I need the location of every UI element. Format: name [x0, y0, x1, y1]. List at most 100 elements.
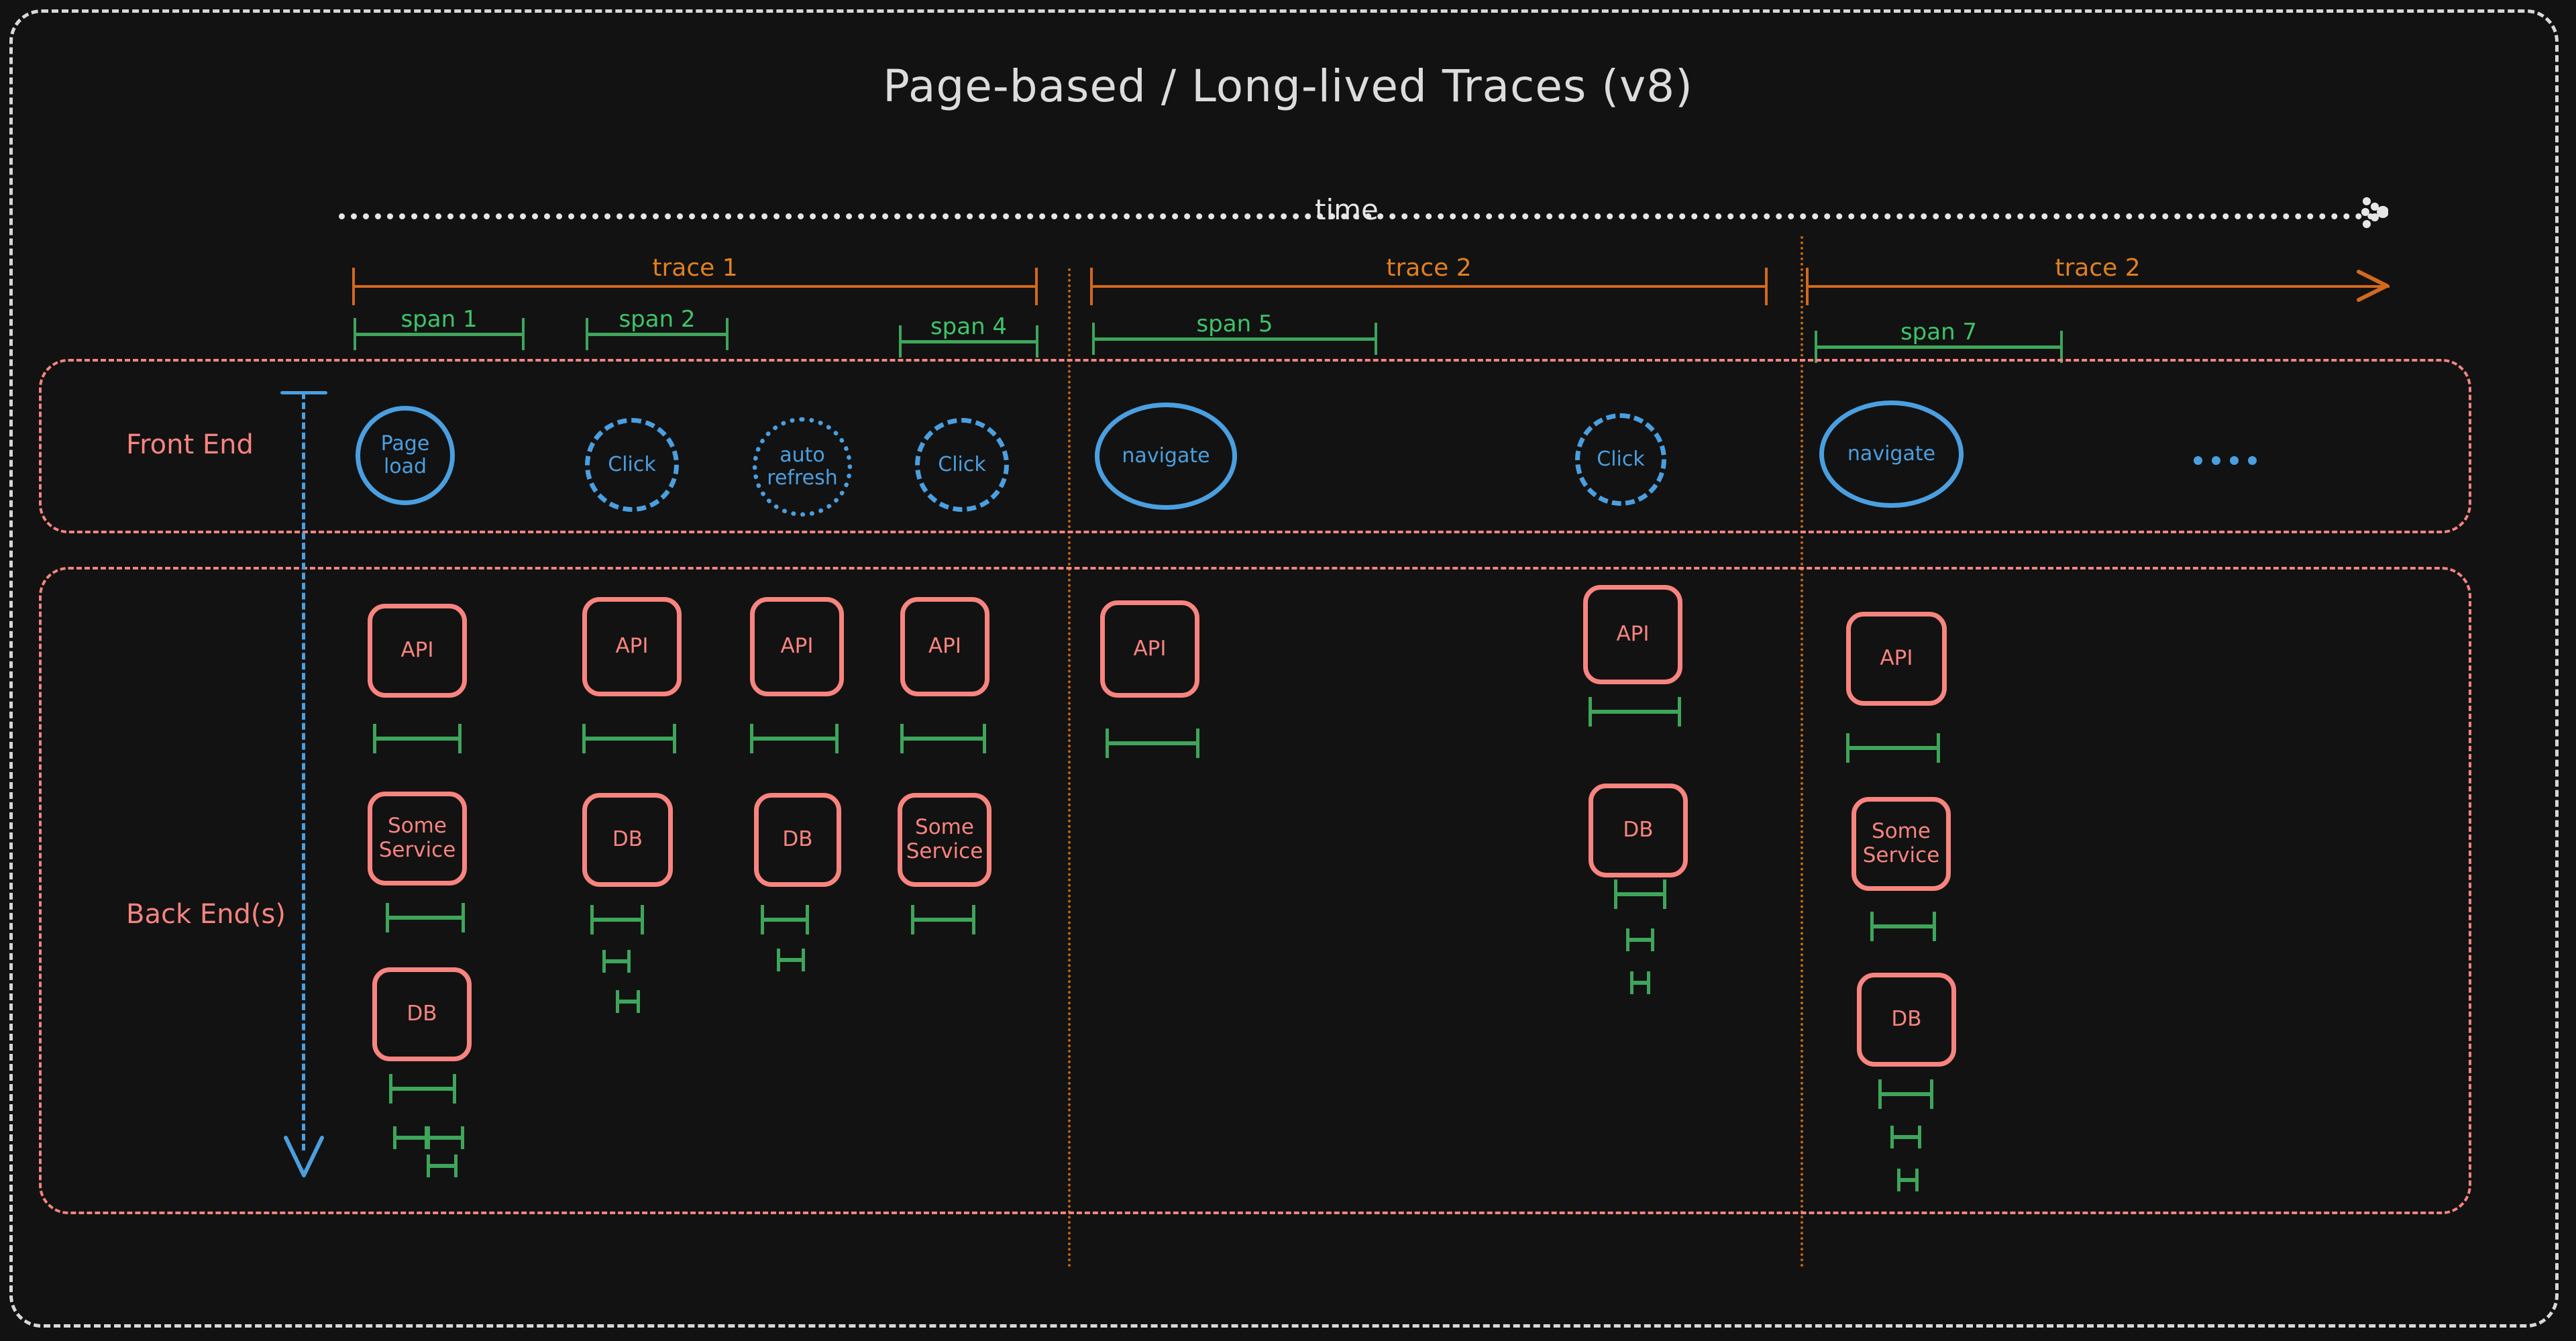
- span-label: span 1: [394, 306, 484, 333]
- page-title: Page-based / Long-lived Traces (v8): [883, 60, 1693, 112]
- backend-node-db[interactable]: DB: [1857, 973, 1956, 1067]
- span-bar: span 5: [1092, 311, 1377, 355]
- duration-bar: [602, 950, 631, 973]
- backend-node-label: DB: [782, 827, 813, 852]
- span-start-cap: [899, 325, 902, 358]
- duration-bar: [427, 1155, 458, 1177]
- span-end-cap: [2060, 331, 2063, 363]
- trace-label: trace 1: [644, 254, 746, 282]
- backend-node-label: DB: [1623, 818, 1654, 843]
- duration-bar: [900, 724, 986, 753]
- trace-arrowhead-icon: [2357, 270, 2389, 302]
- span-end-cap: [1036, 325, 1038, 358]
- trace-bar: trace 1: [352, 254, 1038, 305]
- frontend-node-label: Click: [938, 452, 986, 476]
- span-label: span 5: [1189, 311, 1280, 337]
- backend-node-some-service[interactable]: Some Service: [368, 792, 467, 886]
- arrow-right-dotted-icon: [2361, 197, 2388, 228]
- backend-node-api[interactable]: API: [750, 597, 844, 696]
- time-axis-line: [339, 213, 2375, 223]
- span-start-cap: [354, 318, 356, 350]
- backend-node-db[interactable]: DB: [582, 793, 673, 887]
- frontend-node-click[interactable]: Click: [915, 418, 1009, 512]
- span-start-cap: [1092, 323, 1095, 355]
- backend-node-some-service[interactable]: Some Service: [1851, 797, 1951, 891]
- frontend-lane-label: Front End: [126, 429, 254, 460]
- trace-end-cap: [1035, 268, 1038, 305]
- backend-node-label: API: [615, 634, 649, 659]
- backend-node-label: API: [928, 634, 962, 659]
- duration-bar: [750, 724, 839, 753]
- frontend-node-label: Click: [1597, 447, 1645, 471]
- duration-bar: [911, 905, 975, 934]
- duration-bar: [386, 903, 465, 932]
- backend-node-label: API: [1616, 622, 1650, 647]
- frontend-node-label: navigate: [1847, 441, 1936, 466]
- duration-bar: [1870, 912, 1936, 941]
- backend-lane: [39, 567, 2471, 1214]
- trace-bar: trace 2: [1090, 254, 1768, 305]
- span-bar: span 2: [586, 306, 729, 350]
- backend-node-label: Some Service: [378, 814, 456, 862]
- trace-label: trace 2: [2047, 254, 2149, 282]
- trace-start-cap: [1090, 268, 1093, 305]
- frontend-node-navigate[interactable]: navigate: [1819, 400, 1964, 508]
- trace-bar: trace 2: [1806, 254, 2390, 305]
- duration-bar: [389, 1074, 456, 1104]
- backend-node-some-service[interactable]: Some Service: [898, 793, 991, 887]
- frontend-node-page-load[interactable]: Page load: [356, 406, 455, 505]
- duration-bar: [1614, 879, 1666, 909]
- backend-node-db[interactable]: DB: [1589, 784, 1688, 877]
- span-bar: span 4: [899, 313, 1038, 358]
- duration-bar: [761, 905, 809, 934]
- frontend-node-click[interactable]: Click: [1575, 413, 1666, 506]
- backend-node-label: DB: [1891, 1007, 1922, 1032]
- duration-bar: [1897, 1169, 1919, 1191]
- trace-divider: [1068, 268, 1071, 1268]
- backend-node-label: API: [780, 634, 814, 659]
- backend-node-db[interactable]: DB: [372, 967, 472, 1061]
- duration-bar: [1878, 1079, 1933, 1109]
- trace-label: trace 2: [1378, 254, 1480, 282]
- backend-node-label: Some Service: [1862, 819, 1940, 867]
- ellipsis-dots-icon: [2194, 456, 2257, 465]
- duration-bar: [777, 949, 805, 971]
- duration-bar: [1630, 971, 1650, 994]
- frontend-node-label: Click: [608, 452, 656, 476]
- arrow-down-head-icon: [284, 1136, 324, 1177]
- backend-node-api[interactable]: API: [1583, 585, 1682, 684]
- frontend-node-click[interactable]: Click: [585, 418, 679, 512]
- span-end-cap: [726, 318, 729, 350]
- backend-node-db[interactable]: DB: [754, 793, 841, 887]
- frontend-node-label: navigate: [1122, 443, 1210, 468]
- duration-bar: [590, 905, 644, 934]
- span-bar: span 7: [1815, 319, 2063, 363]
- backend-node-api[interactable]: API: [582, 597, 682, 696]
- frontend-node-auto-refresh[interactable]: auto refresh: [753, 417, 852, 517]
- duration-bar: [1106, 729, 1199, 758]
- span-bar: span 1: [354, 306, 525, 350]
- backend-node-api[interactable]: API: [1846, 612, 1947, 706]
- backend-node-api[interactable]: API: [1100, 600, 1199, 698]
- duration-bar: [373, 724, 462, 753]
- backend-node-label: API: [1880, 646, 1913, 671]
- frontend-lane: [39, 359, 2471, 533]
- duration-bar: [616, 990, 640, 1013]
- duration-bar: [393, 1126, 428, 1149]
- trace-start-cap: [1806, 268, 1809, 305]
- span-label: span 2: [612, 306, 702, 333]
- duration-bar: [1890, 1126, 1921, 1148]
- duration-bar: [1846, 733, 1940, 763]
- backend-node-api[interactable]: API: [900, 597, 989, 696]
- arrow-down-dashed-icon: [302, 392, 305, 1150]
- frontend-node-label: auto refresh: [767, 443, 838, 490]
- span-label: span 7: [1893, 319, 1984, 345]
- backend-node-label: API: [1133, 636, 1167, 661]
- time-axis-label: time: [1315, 193, 1379, 226]
- backend-node-api[interactable]: API: [368, 604, 467, 698]
- trace-end-cap: [1765, 268, 1768, 305]
- frontend-node-navigate[interactable]: navigate: [1095, 403, 1237, 510]
- duration-bar: [427, 1126, 464, 1149]
- duration-bar: [582, 724, 676, 753]
- backend-node-label: API: [400, 638, 434, 663]
